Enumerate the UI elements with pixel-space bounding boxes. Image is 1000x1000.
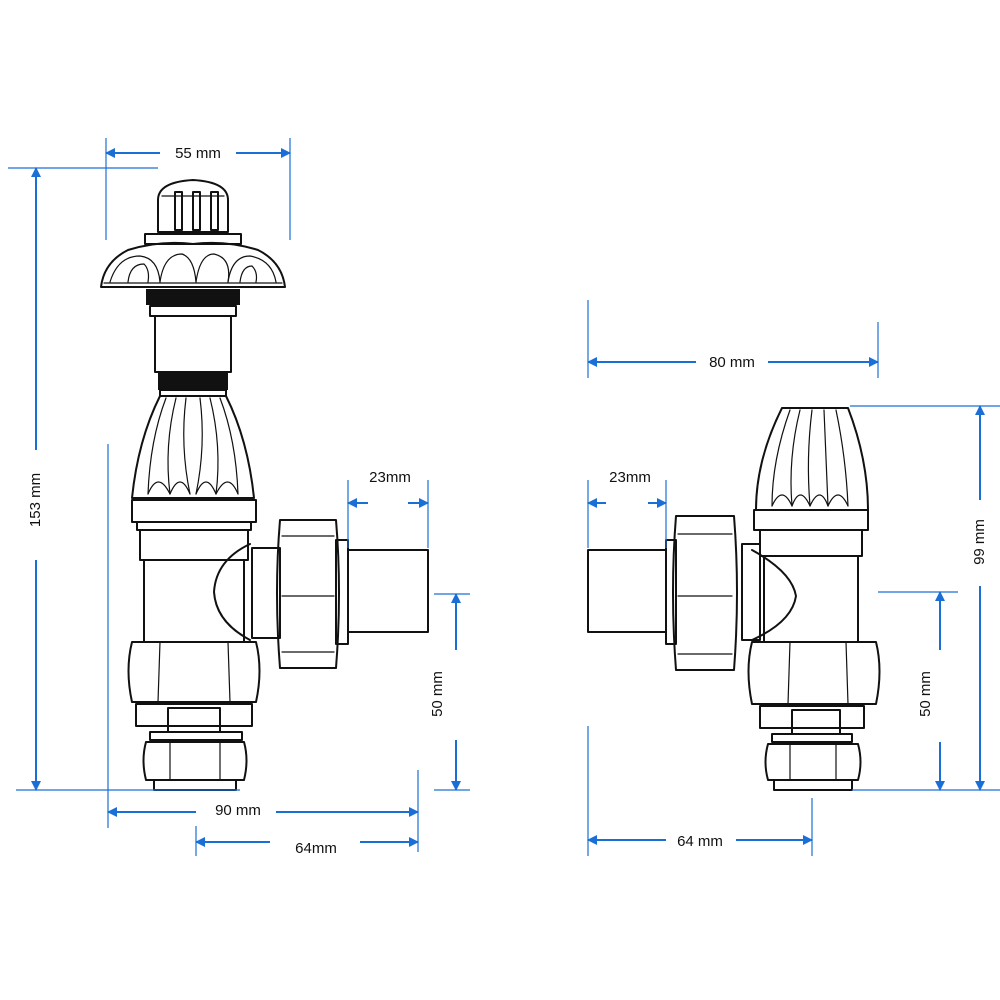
right-dim-23mm: 23mm (587, 469, 667, 548)
right-dim-50mm: 50 mm (878, 591, 958, 791)
left-union-and-tail (251, 519, 429, 669)
right-tail-to-center-label: 64 mm (677, 833, 723, 850)
left-dim-90mm: 90 mm (107, 444, 419, 852)
left-top-cap (157, 179, 229, 233)
right-union-and-tail (587, 515, 761, 671)
left-overall-width-label: 90 mm (215, 802, 261, 819)
right-outlet-height-label: 50 mm (917, 671, 934, 717)
left-valve-body (131, 499, 257, 643)
right-valve-drawing (587, 407, 881, 791)
left-dim-50mm: 50 mm (429, 593, 470, 791)
left-dim-55mm: 55 mm (105, 138, 291, 240)
left-dim-23mm: 23mm (347, 469, 429, 548)
right-height-total-label: 99 mm (971, 519, 988, 565)
left-lower-hex-nut (127, 641, 261, 791)
left-ornate-crown (100, 233, 286, 288)
right-lower-hex-nut (747, 641, 881, 791)
right-width-top-label: 80 mm (709, 354, 755, 371)
left-valve-drawing (100, 179, 429, 791)
left-spindle (149, 305, 237, 397)
left-tail-length-label: 23mm (369, 469, 411, 486)
right-tail-length-label: 23mm (609, 469, 651, 486)
left-dim-64mm: 64mm (195, 826, 419, 857)
left-outlet-height-label: 50 mm (429, 671, 446, 717)
left-height-total-label: 153 mm (27, 473, 44, 527)
left-fluted-body (131, 395, 255, 499)
left-knurled-collar (146, 289, 240, 305)
left-tail-to-center-label: 64mm (295, 840, 337, 857)
right-valve-body (751, 529, 863, 643)
right-fluted-head (753, 407, 869, 531)
left-dim-153mm: 153 mm (8, 167, 240, 791)
right-dim-80mm: 80 mm (587, 300, 879, 378)
right-dim-64mm: 64 mm (587, 726, 813, 856)
right-dim-99mm: 99 mm (850, 405, 1000, 791)
left-width-top-label: 55 mm (175, 145, 221, 162)
